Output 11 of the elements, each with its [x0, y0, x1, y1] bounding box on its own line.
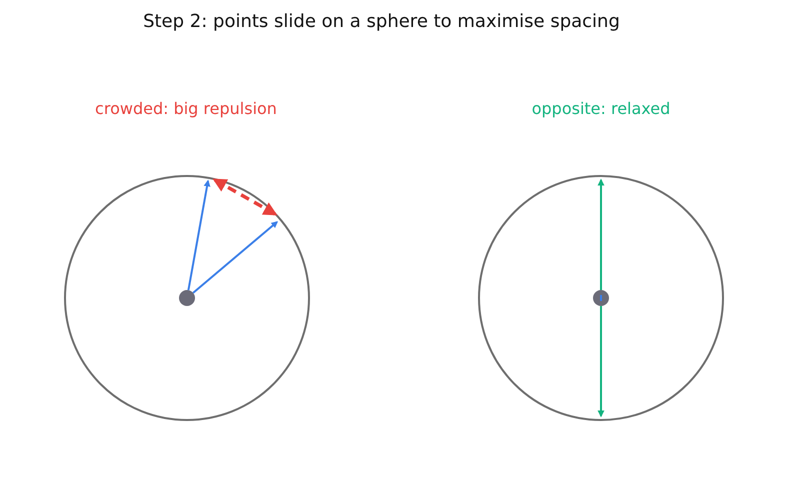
sphere-circle	[478, 175, 724, 421]
center-point	[179, 290, 195, 306]
center-point	[593, 290, 609, 306]
diagram-title: Step 2: points slide on a sphere to maximise spacing	[142, 11, 621, 32]
sphere-circle	[64, 175, 310, 421]
arrow	[598, 306, 604, 418]
arrow	[598, 178, 604, 290]
arrow	[192, 221, 278, 294]
arrow	[187, 180, 210, 290]
panel-heading: opposite: relaxed	[530, 99, 672, 118]
panel-heading: crowded: big repulsion	[94, 99, 278, 118]
